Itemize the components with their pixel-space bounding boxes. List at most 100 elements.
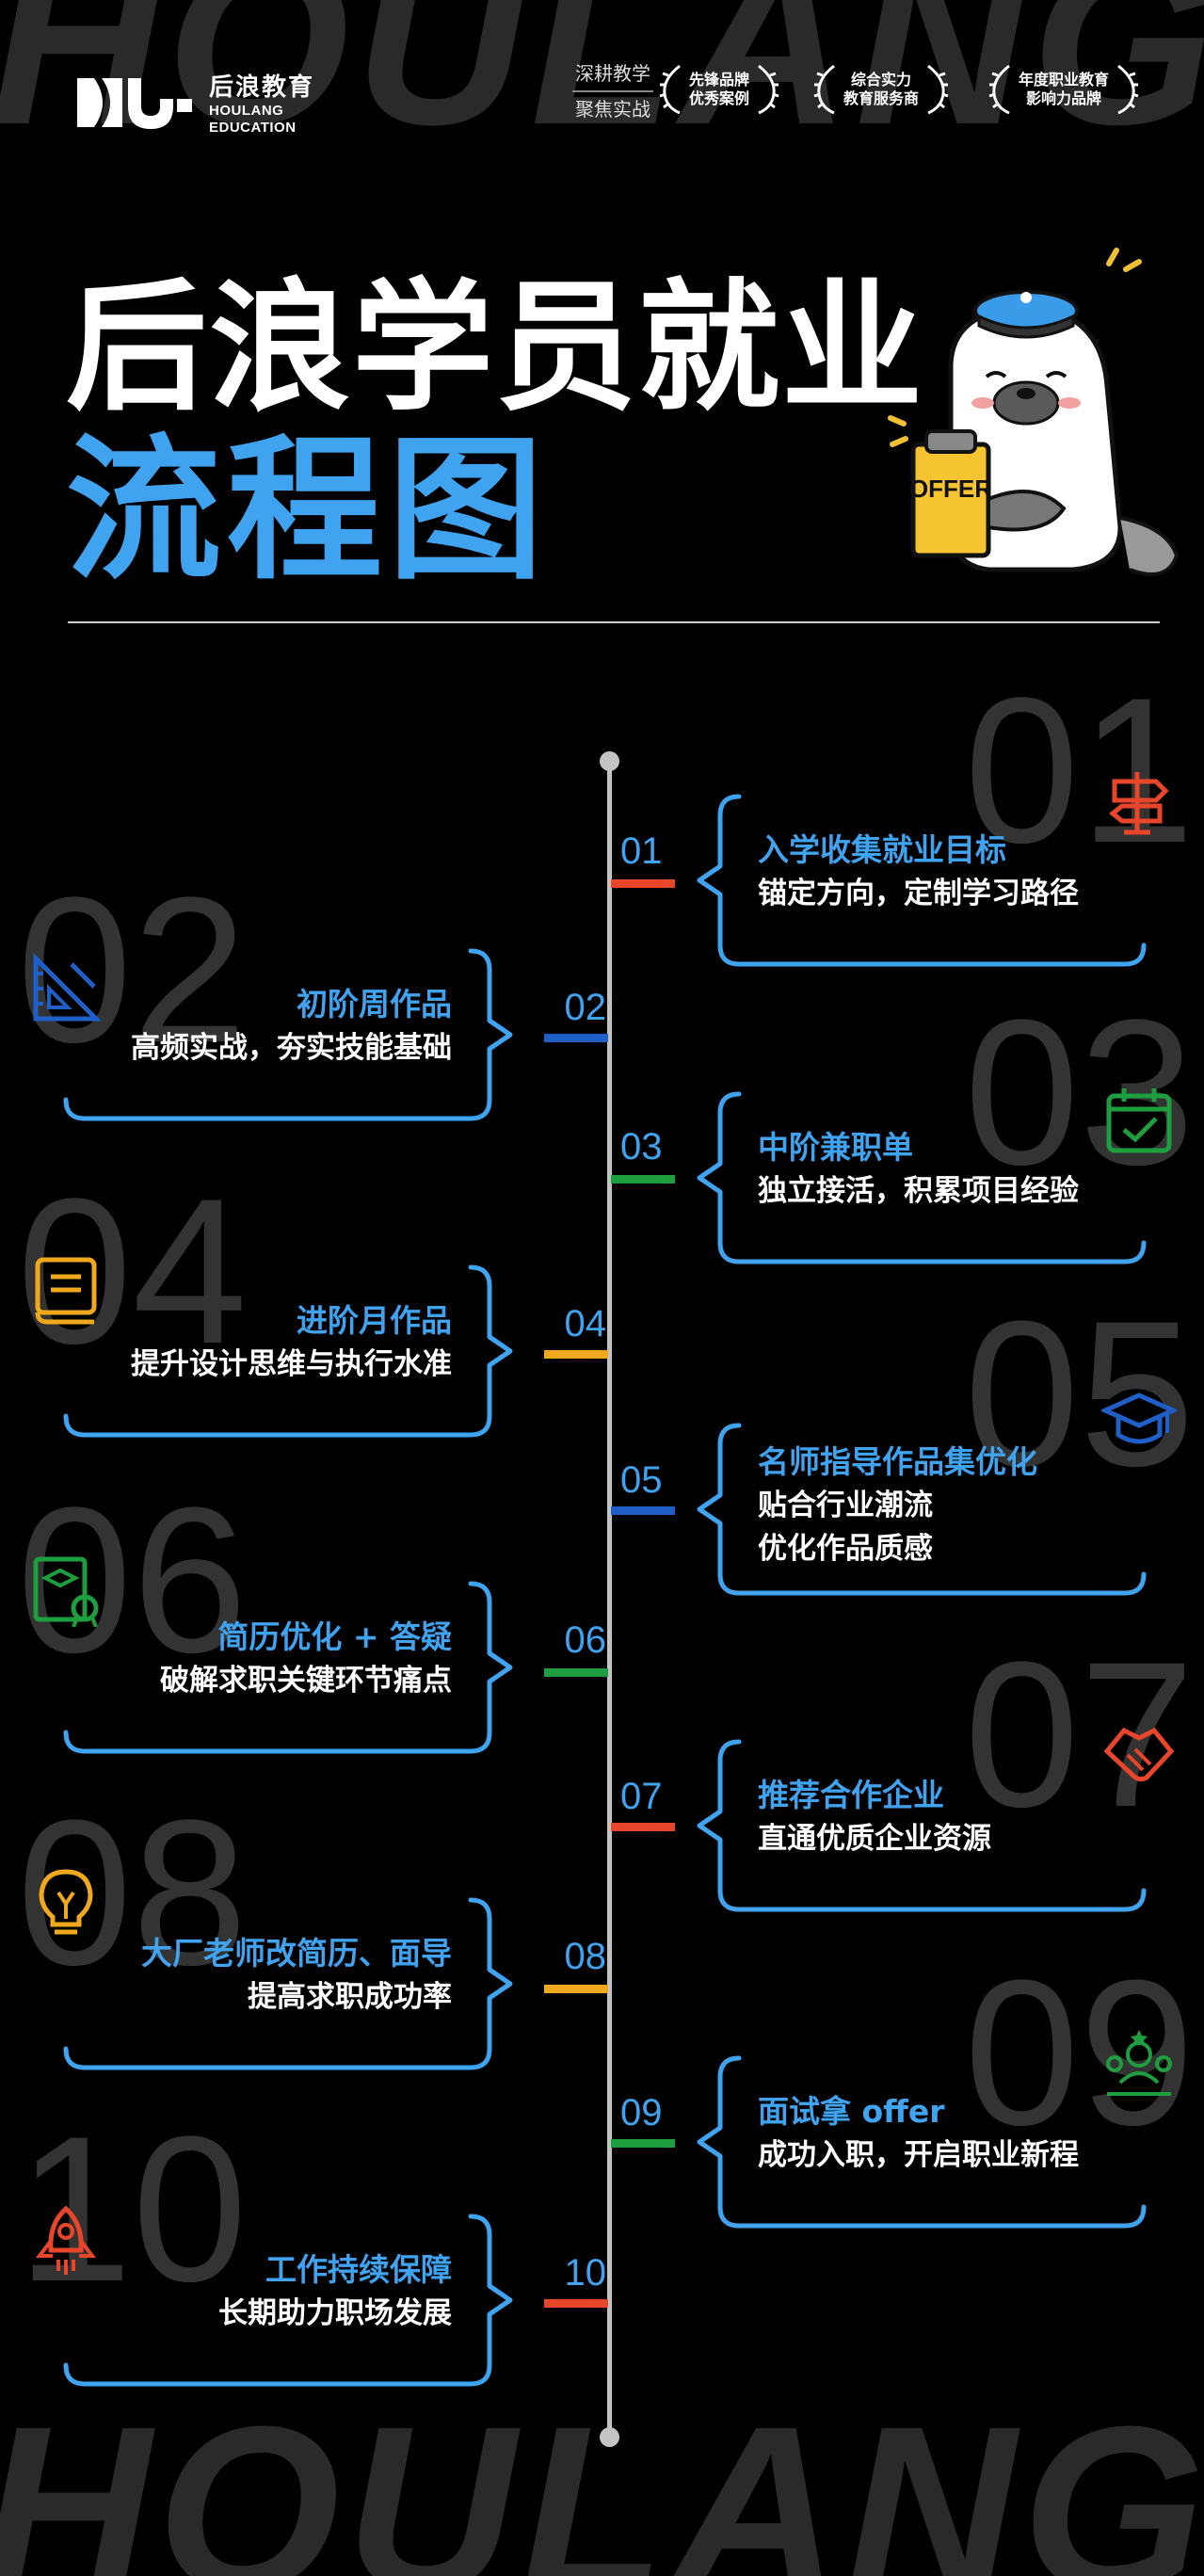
timeline-start-dot [600,751,619,771]
step-10-title: 工作持续保障 [265,2251,452,2288]
step-7-color-bar [611,1823,675,1831]
brand-name-cn: 后浪教育 [209,73,315,102]
award-2-line1: 综合实力 [851,71,912,89]
award-1-line2: 优秀案例 [689,89,750,107]
step-4-desc-1: 提升设计思维与执行水准 [131,1347,452,1381]
step-10-color-bar [544,2299,608,2308]
slogan-line2: 聚焦实战 [575,98,650,121]
step-10-text: 工作持续保障长期助力职场发展 [218,2248,452,2335]
step-5-bg-number: 05 [964,1278,1195,1509]
timeline-line [607,761,612,2439]
step-4-number: 04 [564,1303,607,1344]
step-1-text: 入学收集就业目标锚定方向，定制学习路径 [758,829,1079,915]
award-3-line1: 年度职业教育 [1019,71,1110,89]
step-7-title: 推荐合作企业 [758,1777,944,1813]
page-title-line2: 流程图 [66,420,549,601]
logo-mark-icon [77,77,192,129]
award-1-line1: 先锋品牌 [689,71,750,89]
brand-name-en-2: EDUCATION [209,120,297,136]
signpost-icon [1108,772,1169,835]
step-1-bg-number: 01 [964,654,1195,886]
step-10-bg-number: 10 [17,2093,248,2325]
award-3-line2: 影响力品牌 [1026,89,1102,107]
step-4-bg-number: 04 [17,1155,248,1387]
step-3-text: 中阶兼职单独立接活，积累项目经验 [758,1126,1079,1213]
step-3-color-bar [611,1175,675,1183]
watermark-bottom: HOULANG [0,2377,1204,2576]
step-7-desc-1: 直通优质企业资源 [758,1822,991,1856]
graduation-cap-icon [1101,1393,1177,1444]
step-5-card: 名师指导作品集优化贴合行业潮流优化作品质感 [692,1420,1163,1599]
step-5-text: 名师指导作品集优化贴合行业潮流优化作品质感 [758,1441,1037,1570]
step-7-number: 07 [620,1776,663,1817]
award-1: 先锋品牌 优秀案例 [659,58,779,121]
step-2-card: 初阶周作品高频实战，夯实技能基础 [47,945,518,1124]
step-2-number: 02 [564,987,607,1028]
step-3-card: 中阶兼职单独立接活，积累项目经验 [692,1088,1163,1267]
slogan-line1: 深耕教学 [575,62,650,85]
step-6-card: 简历优化 + 答疑破解求职关键环节痛点 [47,1578,518,1757]
step-10-number: 10 [564,2252,607,2294]
step-9-title: 面试拿 offer [758,2093,945,2130]
handshake-icon [1103,1727,1175,1782]
step-2-desc-1: 高频实战，夯实技能基础 [131,1031,452,1065]
calendar-check-icon [1106,1088,1172,1153]
step-6-desc-1: 破解求职关键环节痛点 [160,1664,452,1698]
laurel-left-icon [813,64,835,115]
step-10-desc-1: 长期助力职场发展 [218,2296,452,2330]
step-9-number: 09 [620,2092,663,2133]
step-7-card: 推荐合作企业直通优质企业资源 [692,1736,1163,1915]
step-8-desc-1: 提高求职成功率 [248,1980,452,2014]
step-6-color-bar [544,1668,608,1677]
otter-mascot-icon: OFFER [888,248,1180,576]
watermark-top: HOULANG [0,0,1204,173]
step-8-number: 08 [564,1936,607,1977]
step-4-title: 进阶月作品 [297,1302,452,1339]
step-9-bg-number: 09 [964,1937,1195,2168]
step-2-text: 初阶周作品高频实战，夯实技能基础 [131,983,452,1070]
ruler-triangle-icon [33,952,103,1022]
title-divider [68,621,1160,623]
step-10-card: 工作持续保障长期助力职场发展 [47,2211,518,2390]
step-1-desc-1: 锚定方向，定制学习路径 [758,877,1079,910]
book-icon [35,1257,97,1325]
step-5-number: 05 [620,1459,663,1501]
slogan: 深耕教学 聚焦实战 [570,56,655,126]
step-1-title: 入学收集就业目标 [758,831,1006,868]
laurel-right-icon [927,64,949,115]
laurel-left-icon [988,64,1010,115]
rocket-icon [36,2205,96,2275]
step-3-desc-1: 独立接活，积累项目经验 [758,1174,1079,1208]
step-1-number: 01 [620,830,663,872]
brand-logo: 后浪教育 HOULANG EDUCATION [73,68,314,137]
step-4-text: 进阶月作品提升设计思维与执行水准 [131,1299,452,1386]
step-4-color-bar [544,1350,608,1359]
step-2-title: 初阶周作品 [297,986,452,1022]
slogan-divider [572,90,653,92]
step-2-bg-number: 02 [17,854,248,1086]
step-8-bg-number: 08 [17,1777,248,2008]
team-award-icon [1106,2030,1172,2096]
step-8-color-bar [544,1985,608,1993]
timeline-end-dot [600,2427,619,2447]
award-2-line2: 教育服务商 [843,89,920,107]
page-title-line1: 后浪学员就业 [66,266,925,430]
step-1-color-bar [611,879,675,888]
laurel-left-icon [659,64,681,115]
lightbulb-icon [39,1869,93,1935]
step-6-title: 简历优化 + 答疑 [217,1618,452,1655]
step-3-number: 03 [620,1126,663,1167]
step-3-title: 中阶兼职单 [758,1129,913,1166]
step-5-desc-2: 优化作品质感 [758,1532,933,1566]
step-8-text: 大厂老师改简历、面导提高求职成功率 [141,1932,452,2019]
step-9-color-bar [611,2139,675,2148]
offer-sign-text: OFFER [909,475,992,503]
laurel-right-icon [758,64,779,115]
award-2: 综合实力 教育服务商 [813,58,949,121]
certificate-icon [33,1556,99,1627]
step-8-card: 大厂老师改简历、面导提高求职成功率 [47,1894,518,2073]
step-5-color-bar [611,1506,675,1515]
step-6-number: 06 [564,1619,607,1661]
